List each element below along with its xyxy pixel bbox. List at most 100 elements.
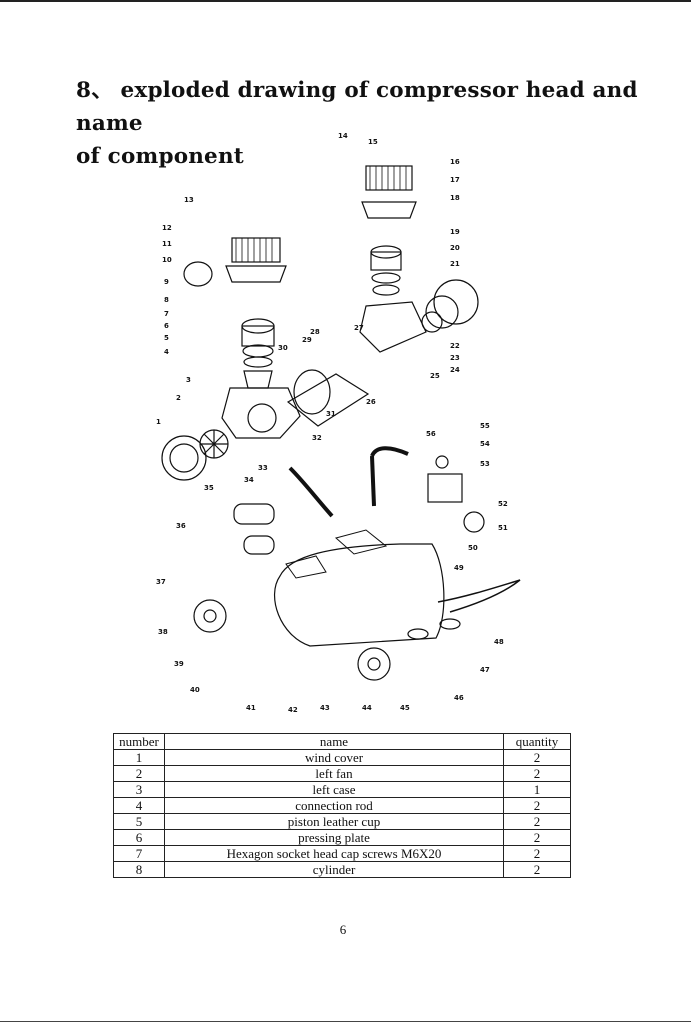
table-row: 5 piston leather cup 2 [113, 813, 571, 830]
callout-label: 45 [400, 704, 410, 712]
callout-label: 29 [302, 336, 312, 344]
bottom-rule [0, 1021, 691, 1022]
motor-body [286, 373, 370, 427]
callout-label: 19 [450, 228, 460, 236]
callout-label: 52 [498, 500, 508, 508]
table-row: 7 Hexagon socket head cap screws M6X20 2 [113, 845, 571, 862]
heading-line-2: of component [76, 144, 244, 169]
cell-name: Hexagon socket head cap screws M6X20 [164, 845, 504, 862]
cell-quantity: 2 [503, 861, 571, 878]
callout-label: 30 [278, 344, 288, 352]
callout-label: 14 [338, 132, 348, 140]
exploded-drawing: 1 2 3 4 5 6 7 8 9 10 11 12 13 14 15 16 1… [140, 126, 580, 726]
callout-label: 42 [288, 706, 298, 714]
callout-label: 27 [354, 324, 364, 332]
column-header-number: number [113, 733, 165, 750]
right-case [359, 301, 427, 353]
callout-label: 47 [480, 666, 490, 674]
right-head-cover [365, 165, 413, 191]
cell-quantity: 2 [503, 749, 571, 766]
table-header-row: number name quantity [113, 733, 571, 750]
callout-label: 12 [162, 224, 172, 232]
callout-label: 16 [450, 158, 460, 166]
right-wind-cover [433, 279, 479, 325]
callout-label: 49 [454, 564, 464, 572]
callout-label: 18 [450, 194, 460, 202]
cell-number: 2 [113, 765, 165, 782]
cell-number: 7 [113, 845, 165, 862]
left-wheel [193, 599, 227, 633]
cell-quantity: 2 [503, 845, 571, 862]
table-row: 6 pressing plate 2 [113, 829, 571, 846]
callout-label: 35 [204, 484, 214, 492]
table-row: 3 left case 1 [113, 781, 571, 798]
callout-label: 15 [368, 138, 378, 146]
cell-quantity: 1 [503, 781, 571, 798]
callout-label: 41 [246, 704, 256, 712]
left-valve-plate [225, 265, 287, 283]
callout-label: 33 [258, 464, 268, 472]
cell-number: 1 [113, 749, 165, 766]
pressure-switch [427, 473, 463, 503]
callout-label: 6 [164, 322, 169, 330]
callout-label: 51 [498, 524, 508, 532]
callout-label: 54 [480, 440, 490, 448]
callout-label: 8 [164, 296, 169, 304]
left-connection-rod [243, 370, 273, 389]
callout-label: 53 [480, 460, 490, 468]
drawing-art [161, 165, 521, 681]
callout-label: 9 [164, 278, 169, 286]
page-number: 6 [339, 922, 347, 937]
cell-name: pressing plate [164, 829, 504, 846]
callout-label: 46 [454, 694, 464, 702]
callout-label: 55 [480, 422, 490, 430]
callout-label: 2 [176, 394, 181, 402]
top-rule [0, 0, 691, 2]
pressure-gauge [463, 511, 485, 533]
callout-label: 43 [320, 704, 330, 712]
callout-label: 44 [362, 704, 372, 712]
callout-label: 20 [450, 244, 460, 252]
exhaust-pipe [288, 466, 334, 518]
cell-quantity: 2 [503, 797, 571, 814]
callout-label: 10 [162, 256, 172, 264]
left-wind-cover [161, 435, 207, 481]
column-header-name: name [164, 733, 504, 750]
callout-label: 23 [450, 354, 460, 362]
table-row: 4 connection rod 2 [113, 797, 571, 814]
callout-label: 31 [326, 410, 336, 418]
exploded-drawing-svg: 1 2 3 4 5 6 7 8 9 10 11 12 13 14 15 16 1… [156, 132, 521, 714]
cell-name: wind cover [164, 749, 504, 766]
cell-number: 3 [113, 781, 165, 798]
cell-number: 5 [113, 813, 165, 830]
cell-name: piston leather cup [164, 813, 504, 830]
cell-quantity: 2 [503, 829, 571, 846]
cell-number: 6 [113, 829, 165, 846]
cell-quantity: 2 [503, 813, 571, 830]
capacitor-35 [233, 503, 275, 525]
callout-label: 26 [366, 398, 376, 406]
rubber-foot [407, 628, 429, 640]
callout-label: 48 [494, 638, 504, 646]
column-header-quantity: quantity [503, 733, 571, 750]
table-row: 8 cylinder 2 [113, 861, 571, 878]
right-valve-plate [361, 201, 417, 219]
power-cord [437, 579, 521, 613]
parts-table: number name quantity 1 wind cover 2 2 le… [113, 733, 571, 878]
left-case [221, 387, 301, 439]
table-row: 2 left fan 2 [113, 765, 571, 782]
callout-label: 50 [468, 544, 478, 552]
cell-number: 8 [113, 861, 165, 878]
rubber-foot [439, 618, 461, 630]
cell-quantity: 2 [503, 765, 571, 782]
callout-label: 1 [156, 418, 161, 426]
callout-label: 28 [310, 328, 320, 336]
section-heading: 8、 exploded drawing of compressor head a… [76, 74, 656, 173]
left-filter [183, 261, 213, 287]
callout-label: 22 [450, 342, 460, 350]
cell-name: cylinder [164, 861, 504, 878]
callout-label: 25 [430, 372, 440, 380]
callout-label: 39 [174, 660, 184, 668]
callout-label: 13 [184, 196, 194, 204]
table-row: 1 wind cover 2 [113, 749, 571, 766]
